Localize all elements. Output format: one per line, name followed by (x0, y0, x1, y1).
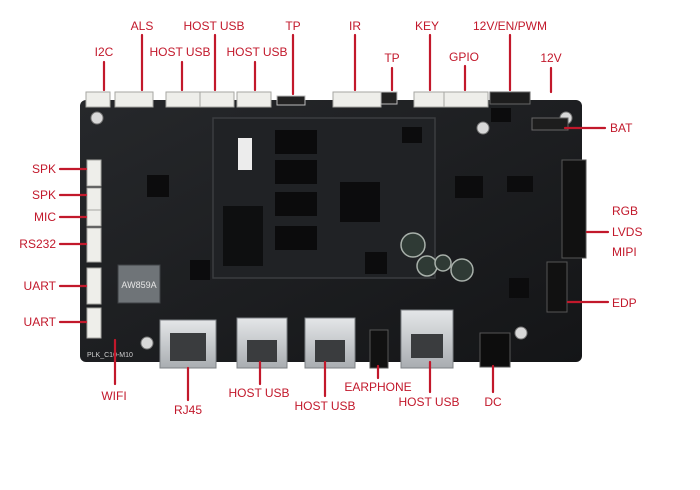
label-rs232: RS232 (19, 237, 56, 251)
usb-port-opening (315, 340, 345, 362)
label-12v-en-pwm: 12V/EN/PWM (472, 19, 548, 33)
label-uart-2: UART (23, 315, 56, 329)
earphone-jack (369, 329, 389, 369)
label-12v: 12V (540, 51, 562, 65)
label-tp-mid: TP (384, 51, 400, 65)
memory-chip (275, 130, 317, 154)
usb-port-opening (247, 340, 277, 362)
capacitor (416, 255, 438, 277)
spk-connector (86, 159, 102, 187)
label-als: ALS (130, 19, 154, 33)
label-gpio: GPIO (448, 50, 480, 64)
label-rj45: RJ45 (173, 403, 203, 417)
power-header (489, 91, 531, 105)
host-usb-header (199, 91, 235, 108)
usb-port-opening (411, 334, 443, 358)
uart-connector (86, 267, 102, 305)
label-key: KEY (414, 19, 440, 33)
label-tp-top: TP (285, 19, 301, 33)
emmc-chip (223, 206, 263, 266)
label-mipi: MIPI (612, 245, 637, 259)
dc-jack (479, 332, 511, 368)
i2c-connector (85, 91, 111, 108)
label-dc: DC (484, 395, 502, 409)
label-rgb: RGB (612, 204, 639, 218)
label-edp: EDP (612, 296, 637, 310)
memory-chip (275, 226, 317, 250)
memory-chip (275, 192, 317, 216)
uart-connector (86, 307, 102, 339)
tp-fpc-connector (380, 91, 398, 105)
label-host-usb-top-2: HOST USB (183, 19, 245, 33)
mic-connector (86, 209, 102, 227)
host-usb-header (236, 91, 272, 108)
pmic-chip (365, 252, 387, 274)
battery-header (531, 117, 569, 131)
label-uart-1: UART (23, 279, 56, 293)
wifi-module (117, 264, 161, 304)
chip (509, 278, 529, 298)
capacitor (434, 254, 452, 272)
chip (147, 175, 169, 197)
wifi-chip-text: AW859A (121, 280, 156, 290)
rj45-opening (170, 333, 206, 361)
ir-connector (332, 91, 382, 108)
label-host-usb-top-3: HOST USB (226, 45, 288, 59)
tp-fpc-connector (276, 95, 306, 106)
capacitor (400, 232, 426, 258)
rgb-lvds-mipi-header (561, 159, 587, 259)
label-earphone: EARPHONE (344, 380, 412, 394)
component (402, 127, 422, 143)
label-bat: BAT (610, 121, 633, 135)
label-wifi: WIFI (101, 389, 127, 403)
memory-chip (275, 160, 317, 184)
mount-hole (476, 121, 490, 135)
rs232-connector (86, 227, 102, 263)
board-silkscreen: PLK_C10-M10 (87, 352, 133, 359)
soc-chip (340, 182, 380, 222)
label-host-usb-bottom-3: HOST USB (398, 395, 460, 409)
label-lvds: LVDS (612, 225, 643, 239)
label-host-usb-top-1: HOST USB (149, 45, 211, 59)
key-connector (413, 91, 445, 108)
label-spk-2: SPK (31, 188, 56, 202)
label-host-usb-bottom-1: HOST USB (228, 386, 290, 400)
capacitor (450, 258, 474, 282)
label-i2c: I2C (94, 45, 114, 59)
mount-hole (514, 326, 528, 340)
label-spk-1: SPK (31, 162, 56, 176)
chip (491, 108, 511, 122)
mount-hole (140, 336, 154, 350)
mount-hole (90, 111, 104, 125)
chip (507, 176, 533, 192)
label-mic: MIC (34, 210, 56, 224)
als-connector (114, 91, 154, 108)
component (238, 138, 252, 170)
edp-header (546, 261, 568, 313)
label-host-usb-bottom-2: HOST USB (294, 399, 356, 413)
host-usb-header (165, 91, 201, 108)
chip (190, 260, 210, 280)
chip (455, 176, 483, 198)
spk-connector (86, 187, 102, 211)
gpio-connector (443, 91, 489, 108)
label-ir: IR (349, 19, 361, 33)
